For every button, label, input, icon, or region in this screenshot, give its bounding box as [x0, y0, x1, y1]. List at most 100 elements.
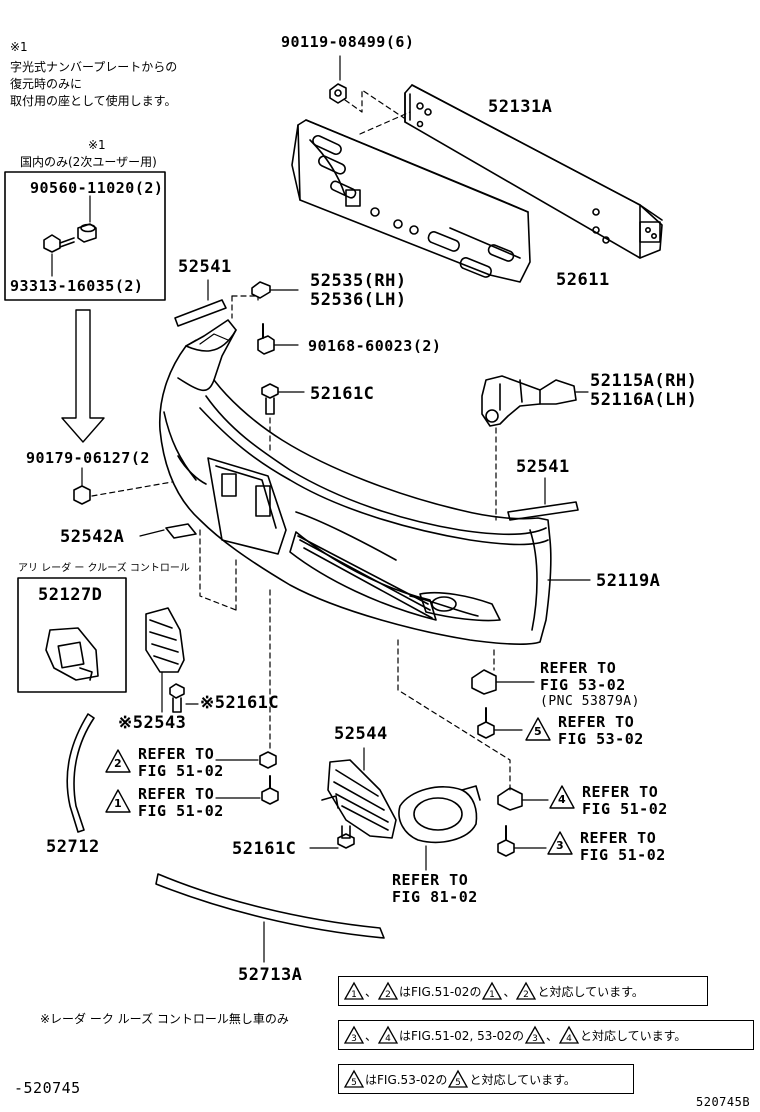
- legend-row-3: 5 はFIG.53-02の 5 と対応しています。: [338, 1064, 634, 1094]
- legend2-sep2: 、: [545, 1028, 558, 1043]
- legend1-t1: 1: [351, 990, 357, 1000]
- legend1-t2: 2: [385, 990, 391, 1000]
- ref-5-line1: REFER TO: [558, 713, 635, 731]
- ref-2-num: 2: [114, 757, 122, 770]
- part-90179: 90179-06127(2: [26, 449, 150, 467]
- legend2-t2: 4: [385, 1034, 391, 1044]
- part-52544: 52544: [334, 724, 388, 744]
- ref-4-line1: REFER TO: [582, 783, 659, 801]
- triangle-icon: 1: [482, 981, 503, 1000]
- part-52116A: 52116A(LH): [590, 390, 698, 410]
- nut-90119: [329, 83, 347, 104]
- ref-1-line1: REFER TO: [138, 785, 215, 803]
- part-52541-left: 52541: [178, 257, 232, 277]
- molding-52713A: [155, 873, 385, 963]
- legend3-t1: 5: [351, 1078, 357, 1088]
- clip-52161C-top: [261, 383, 305, 415]
- screw-ref3: [497, 825, 547, 857]
- legend1-sep1: 、: [365, 984, 378, 999]
- ref-3-line2: FIG 51-02: [580, 846, 666, 864]
- legend3-t2: 5: [456, 1078, 462, 1088]
- part-52542A: 52542A: [60, 527, 125, 547]
- note1-line2: 復元時のみに: [10, 77, 83, 91]
- acc-label: アリ レーダ ー クルーズ コントロール: [18, 563, 190, 574]
- part-52535: 52535(RH): [310, 271, 407, 291]
- note1-line1: 字光式ナンバープレートからの: [10, 60, 178, 74]
- box-mark: ※1: [88, 138, 106, 152]
- part-52543: ※52543: [118, 713, 187, 733]
- domestic-parts-box: [4, 171, 166, 301]
- part-93313: 93313-16035(2): [10, 277, 144, 295]
- part-52127D: 52127D: [38, 585, 103, 605]
- triangle-icon: 5: [448, 1069, 469, 1088]
- bumper-cover-52119A: [158, 319, 591, 645]
- ref-pnc-line1: REFER TO: [540, 659, 617, 677]
- reinforcement-52131A: [404, 84, 663, 259]
- part-52541-right: 52541: [516, 457, 570, 477]
- triangle-icon: 3: [343, 1025, 365, 1044]
- ref-2-line1: REFER TO: [138, 745, 215, 763]
- triangle-icon: 4: [377, 1025, 399, 1044]
- ref-4-line2: FIG 51-02: [582, 800, 668, 818]
- ref-1-num: 1: [114, 797, 122, 810]
- bolt-93313: [43, 234, 75, 253]
- legend2-t3: 3: [532, 1034, 538, 1044]
- note1-line3: 取付用の座として使用します。: [10, 94, 177, 108]
- legend2-text1: はFIG.51-02, 53-02の: [399, 1028, 524, 1043]
- part-52161C-mid: ※52161C: [200, 693, 280, 713]
- clip-90179: [73, 467, 91, 505]
- part-52115A: 52115A(RH): [590, 371, 698, 391]
- legend2-sep1: 、: [365, 1028, 378, 1043]
- part-90168: 90168-60023(2): [308, 337, 442, 355]
- bottom-note: ※レーダ ーク ルーズ コントロール無し車のみ: [40, 1012, 289, 1026]
- clip-52161C-bottom: [309, 825, 355, 849]
- part-52161C-bottom: 52161C: [232, 839, 297, 859]
- ref-3-num: 3: [556, 839, 564, 852]
- legend2-text2: と対応しています。: [579, 1028, 687, 1043]
- part-90119: 90119-08499(6): [281, 33, 415, 51]
- ref-5-line2: FIG 53-02: [558, 730, 644, 748]
- sensor-52127D: [45, 627, 99, 681]
- triangle-icon: 2: [377, 981, 399, 1000]
- legend3-text1: はFIG.53-02の: [365, 1072, 448, 1087]
- note1-mark: ※1: [10, 40, 28, 54]
- ref-4-num: 4: [558, 793, 566, 806]
- triangle-icon: 5: [343, 1069, 365, 1088]
- legend1-t4: 2: [524, 990, 530, 1000]
- legend1-sep2: 、: [503, 984, 516, 999]
- grille-52544: [321, 747, 397, 839]
- clip-52161C-mid: [169, 683, 199, 713]
- legend-row-1: 1 、 2 はFIG.51-02の 1 、 2 と対応しています。: [338, 976, 708, 1006]
- legend3-text2: と対応しています。: [469, 1072, 576, 1087]
- strip-52541-right: [507, 501, 579, 521]
- clip-ref3: [471, 669, 535, 695]
- ref-2-line2: FIG 51-02: [138, 762, 224, 780]
- ref-81-line1: REFER TO: [392, 871, 469, 889]
- triangle-icon: 3: [524, 1025, 546, 1044]
- legend2-t1: 3: [351, 1034, 357, 1044]
- strip-52542A: [165, 523, 197, 539]
- screw-90168: [257, 323, 299, 355]
- part-52131A: 52131A: [488, 97, 553, 117]
- triangle-icon: 4: [558, 1025, 580, 1044]
- outline-arrow: [61, 309, 105, 443]
- clip-ref2: [259, 751, 277, 769]
- footer-left-code: -520745: [14, 1079, 81, 1097]
- molding-52712: [66, 713, 95, 833]
- part-90560: 90560-11020(2): [30, 179, 164, 197]
- part-52119A: 52119A: [596, 571, 661, 591]
- clip-ref4: [497, 787, 549, 811]
- legend2-t4: 4: [566, 1034, 572, 1044]
- absorber-52611: [291, 119, 531, 283]
- legend1-t3: 1: [490, 990, 496, 1000]
- screw-ref1: [261, 775, 279, 805]
- triangle-markers: [105, 717, 575, 855]
- screw-ref5: [477, 707, 523, 739]
- triangle-icon: 1: [343, 981, 365, 1000]
- box-title: 国内のみ(2次ユーザー用): [20, 155, 157, 169]
- part-52713A: 52713A: [238, 965, 303, 985]
- part-52712: 52712: [46, 837, 100, 857]
- retainer-52543: [145, 607, 185, 713]
- legend-row-2: 3 、 4 はFIG.51-02, 53-02の 3 、 4 と対応しています。: [338, 1020, 754, 1050]
